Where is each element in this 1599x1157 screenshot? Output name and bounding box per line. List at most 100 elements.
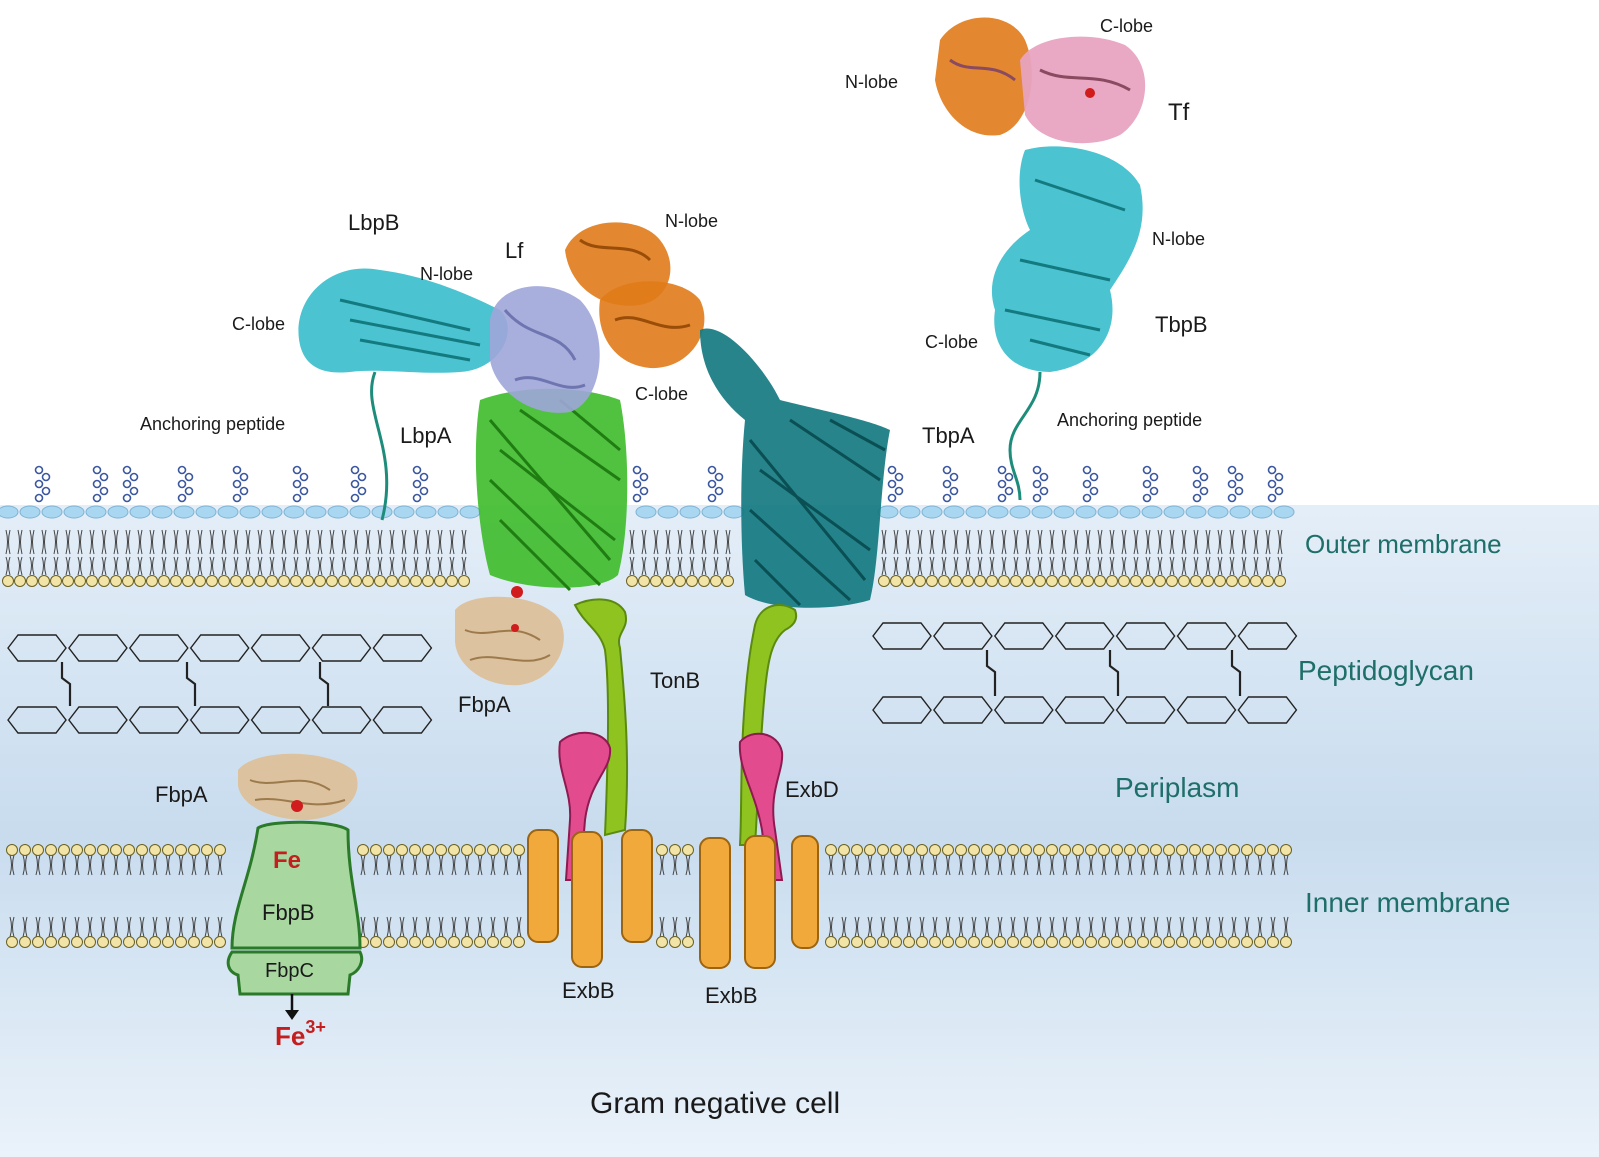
lipid-head (1255, 845, 1266, 856)
sugar-ring (124, 481, 131, 488)
lipid-head (39, 576, 50, 587)
label-lbpa: LbpA (400, 423, 452, 448)
sugar-ring (889, 495, 896, 502)
lps-sugar-chain (1229, 467, 1243, 502)
lipid-head (1047, 576, 1058, 587)
lipid-head (462, 937, 473, 948)
label-lbpb: LbpB (348, 210, 399, 235)
label-tbpb-nlobe: N-lobe (1152, 229, 1205, 249)
sugar-ring (999, 481, 1006, 488)
label-tf: Tf (1168, 99, 1190, 126)
lps-core (20, 506, 40, 518)
lipid-head (1023, 576, 1034, 587)
lipid-head (123, 576, 134, 587)
lipid-head (462, 845, 473, 856)
lipid-head (683, 845, 694, 856)
sugar-ring (641, 474, 648, 481)
lipid-head (1167, 576, 1178, 587)
sugar-ring (944, 495, 951, 502)
lipid-head (917, 845, 928, 856)
lipid-head (657, 937, 668, 948)
lipid-head (1251, 576, 1262, 587)
sugar-ring (944, 467, 951, 474)
label-lf-nlobe: N-lobe (665, 211, 718, 231)
sugar-ring (179, 495, 186, 502)
lps-core (724, 506, 744, 518)
lipid-head (98, 845, 109, 856)
lipid-head (1125, 937, 1136, 948)
lps-core (1054, 506, 1074, 518)
lipid-head (475, 845, 486, 856)
lipid-head (397, 937, 408, 948)
lipid-head (150, 937, 161, 948)
lipid-head (514, 937, 525, 948)
lipid-head (207, 576, 218, 587)
lipid-head (1095, 576, 1106, 587)
lipid-head (826, 845, 837, 856)
lps-sugar-chain (1144, 467, 1158, 502)
label-lf-clobe: C-lobe (635, 384, 688, 404)
label-gram-negative-cell: Gram negative cell (590, 1087, 840, 1120)
lps-core (900, 506, 920, 518)
lipid-head (33, 937, 44, 948)
label-peptidoglycan: Peptidoglycan (1298, 655, 1474, 686)
lipid-head (956, 845, 967, 856)
lipid-head (147, 576, 158, 587)
sugar-ring (1006, 488, 1013, 495)
lipid-head (171, 576, 182, 587)
lipid-head (891, 845, 902, 856)
lipid-head (852, 937, 863, 948)
lipid-head (927, 576, 938, 587)
lipid-head (111, 937, 122, 948)
sugar-ring (352, 467, 359, 474)
lipid-head (963, 576, 974, 587)
sugar-ring (234, 495, 241, 502)
lipid-head (1227, 576, 1238, 587)
lipid-head (72, 937, 83, 948)
lipid-head (488, 845, 499, 856)
lipid-head (1047, 845, 1058, 856)
sugar-ring (414, 467, 421, 474)
lipid-head (371, 937, 382, 948)
sugar-ring (94, 467, 101, 474)
lipid-head (189, 937, 200, 948)
sugar-ring (1084, 481, 1091, 488)
lipid-head (1190, 937, 1201, 948)
lipid-head (435, 576, 446, 587)
lipid-head (1059, 576, 1070, 587)
sugar-ring (1151, 488, 1158, 495)
lps-sugar-chain (1084, 467, 1098, 502)
label-fbpb: FbpB (262, 900, 315, 925)
sugar-ring (294, 467, 301, 474)
sugar-ring (359, 488, 366, 495)
sugar-ring (1091, 474, 1098, 481)
lipid-head (124, 937, 135, 948)
lipid-head (1203, 576, 1214, 587)
lps-sugar-chain (294, 467, 308, 502)
lps-core (1120, 506, 1140, 518)
lipid-head (939, 576, 950, 587)
lipid-head (1177, 845, 1188, 856)
lipid-head (215, 845, 226, 856)
lps-sugar-chain (1034, 467, 1048, 502)
lipid-head (1275, 576, 1286, 587)
lipid-head (436, 845, 447, 856)
lipid-head (137, 845, 148, 856)
sugar-ring (709, 481, 716, 488)
lipid-head (339, 576, 350, 587)
sugar-ring (352, 495, 359, 502)
label-fbpa-top: FbpA (458, 692, 511, 717)
lipid-head (51, 576, 62, 587)
lipid-head (1179, 576, 1190, 587)
sugar-ring (1229, 481, 1236, 488)
label-tf-nlobe: N-lobe (845, 72, 898, 92)
lps-sugar-chain (179, 467, 193, 502)
lipid-head (111, 576, 122, 587)
lipid-head (1177, 937, 1188, 948)
sugar-ring (94, 495, 101, 502)
lipid-head (189, 845, 200, 856)
lipid-head (20, 845, 31, 856)
lipid-head (915, 576, 926, 587)
lipid-head (3, 576, 14, 587)
lipid-head (930, 937, 941, 948)
